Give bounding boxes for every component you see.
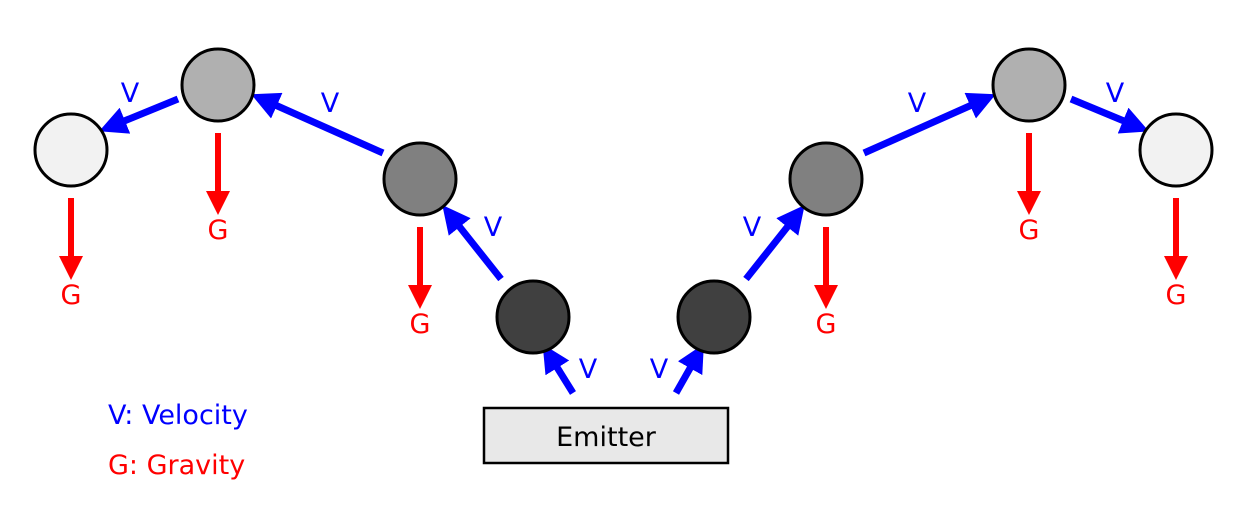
particle-left-4 <box>33 112 109 188</box>
particle-right-3 <box>991 47 1067 123</box>
gravity-label: G <box>1019 215 1040 246</box>
velocity-label: V <box>743 212 762 243</box>
velocity-arrow <box>99 95 180 134</box>
velocity-arrow <box>862 92 996 157</box>
gravity-label: G <box>208 215 229 246</box>
legend-velocity: V: Velocity <box>108 400 248 431</box>
particle-right-2 <box>788 141 864 217</box>
velocity-label: V <box>1106 78 1125 109</box>
velocity-label: V <box>121 78 140 109</box>
particle-right-1 <box>676 279 752 355</box>
legend-gravity: G: Gravity <box>108 450 245 481</box>
velocity-arrow <box>251 92 385 157</box>
gravity-label: G <box>816 309 837 340</box>
particle-left-2 <box>382 141 458 217</box>
particle-left-3 <box>180 47 256 123</box>
emitter-box <box>482 406 730 465</box>
gravity-label: G <box>410 309 431 340</box>
velocity-arrow <box>672 343 704 395</box>
velocity-label: V <box>321 88 340 119</box>
emitter-label: Emitter <box>556 422 657 453</box>
gravity-label: G <box>61 280 82 311</box>
velocity-arrow <box>442 205 504 282</box>
velocity-label: V <box>908 88 927 119</box>
velocity-arrow <box>743 205 805 282</box>
velocity-arrow <box>542 344 576 395</box>
velocity-arrow <box>1069 95 1149 134</box>
gravity-label: G <box>1166 280 1187 311</box>
particle-left-1 <box>495 279 571 355</box>
velocity-label: V <box>650 354 669 385</box>
velocity-label: V <box>579 354 598 385</box>
particle-right-4 <box>1138 112 1214 188</box>
velocity-label: V <box>484 212 503 243</box>
